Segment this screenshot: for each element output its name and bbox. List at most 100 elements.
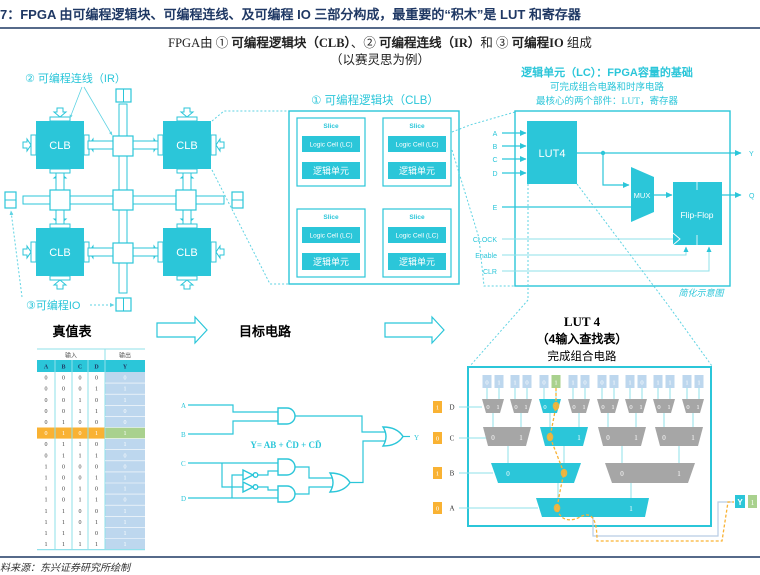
circuit-output-label: Y: [414, 434, 419, 442]
mux-level2: [598, 427, 646, 446]
table-cell: 0: [62, 387, 65, 393]
lut-bit-value: 1: [513, 380, 516, 387]
mux-input-label: 0: [686, 404, 689, 411]
table-cell: 0: [95, 420, 98, 426]
table-cell: 1: [45, 520, 48, 526]
not-gate: [242, 480, 255, 494]
table-cell: 0: [79, 520, 82, 526]
table-cell: 0: [124, 453, 127, 459]
circuit-input-label: D: [181, 495, 186, 503]
mux-input-label: 0: [657, 404, 660, 411]
table-cell: 0: [95, 398, 98, 404]
table-cell: 1: [79, 487, 82, 493]
io-block: [231, 191, 244, 209]
and-gate: [277, 458, 296, 476]
table-cell: 1: [95, 453, 98, 459]
mux-level1: [482, 399, 504, 413]
lc-input-label: D: [492, 171, 497, 178]
flip-flop-label: Flip-Flop: [680, 210, 713, 220]
logic-unit-label: 逻辑单元: [313, 165, 349, 176]
lut-bit-value: 1: [612, 380, 615, 387]
selected-input-marker: [546, 432, 554, 442]
clock-triangle: [672, 232, 681, 246]
logic-unit-label: 逻辑单元: [399, 256, 435, 267]
table-cell: 0: [79, 420, 82, 426]
table-cell: 0: [95, 442, 98, 448]
routing-pipe: [118, 209, 128, 244]
table-cell: 1: [95, 409, 98, 415]
lut-bit-cell: [510, 375, 520, 388]
table-cell: 1: [79, 409, 82, 415]
mux-input-label: 0: [506, 470, 510, 478]
selected-input-marker: [560, 468, 568, 478]
slice-label: Slice: [323, 214, 339, 221]
zoom-guide-line: [211, 110, 289, 122]
lut-bit-cell: [580, 375, 590, 388]
table-cell: 0: [62, 398, 65, 404]
mux-input-label: 1: [496, 404, 499, 411]
lc-detail: 逻辑单元（LC）：FPGA容量的基础 可完成组合电路和时序电路 最核心的两个部件…: [473, 65, 755, 298]
table-cell: 1: [62, 420, 65, 426]
wire: [295, 466, 333, 479]
table-cell: 1: [79, 498, 82, 504]
not-gate: [242, 468, 255, 482]
lc-input-label: B: [493, 144, 498, 151]
subtitle-prefix: FPGA由 ①: [168, 36, 231, 50]
wire: [188, 420, 278, 435]
lut-bit-cell: [539, 375, 549, 388]
table-cell: 0: [95, 376, 98, 382]
table-cell: 1: [79, 531, 82, 537]
slice-label: Slice: [409, 214, 425, 221]
table-cell: 0: [45, 376, 48, 382]
lc-title: 逻辑单元（LC）：FPGA容量的基础: [521, 65, 693, 79]
lut-bit-cell: [551, 375, 561, 388]
mux-level1: [597, 399, 619, 413]
mux-block: [631, 167, 654, 222]
lut-bit-cell: [682, 375, 692, 388]
routing-pipe: [87, 140, 114, 150]
routing-pipe: [182, 172, 192, 191]
table-column-header: B: [61, 365, 65, 371]
logic-unit-box: [302, 162, 360, 179]
table-cell: 1: [45, 509, 48, 515]
mux-level2: [655, 427, 703, 446]
zoom-guide-line: [211, 169, 289, 285]
lut-bit-cell: [609, 375, 619, 388]
mux-input-label: 0: [629, 404, 632, 411]
lut-output-name-box: [735, 495, 745, 508]
table-cell: 0: [45, 431, 48, 437]
routing-pipe: [118, 103, 128, 137]
table-column-header: A: [44, 365, 49, 371]
or-gate: [328, 472, 351, 493]
lc-desc-line2: 最核心的两个部件：LUT，寄存器: [536, 95, 678, 107]
logic-cell-label: Logic Cell (LC): [310, 233, 353, 240]
table-cell: 0: [62, 409, 65, 415]
mux-input-label: 0: [601, 404, 604, 411]
io-block: [4, 191, 17, 209]
subtitle-sep1: 、②: [351, 36, 379, 50]
subtitle-note: （以赛灵思为例）: [330, 52, 430, 67]
lut4-block: [527, 121, 577, 184]
mux-level3: [605, 463, 695, 483]
table-cell: 0: [124, 420, 127, 426]
logic-unit-box: [302, 253, 360, 270]
table-cell: 0: [79, 464, 82, 470]
table-cell: 0: [124, 409, 127, 415]
wire: [231, 474, 243, 498]
and-gate: [277, 407, 296, 425]
table-cell: 1: [62, 520, 65, 526]
io-label: ③可编程IO: [26, 298, 81, 312]
lut-bit-value: 0: [525, 380, 528, 387]
boolean-formula: Y= AB + C̄D + CD̄: [250, 440, 322, 450]
table-cell: 0: [62, 464, 65, 470]
table-cell: 0: [79, 509, 82, 515]
highlight-row-output: [105, 427, 145, 439]
enable-wire: [502, 246, 689, 256]
mux-level3: [491, 463, 581, 483]
table-cell: 0: [45, 442, 48, 448]
table-cell: 1: [95, 498, 98, 504]
